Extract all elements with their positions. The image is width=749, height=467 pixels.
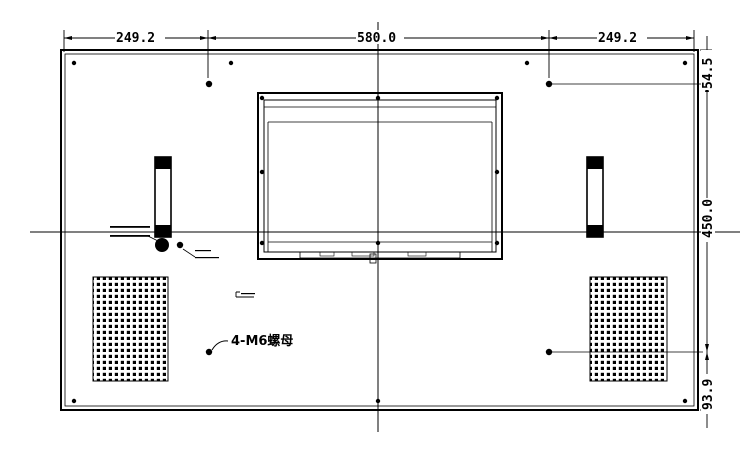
- panel-outline: [60, 49, 699, 411]
- ground-mark: [235, 291, 255, 298]
- nut-callout: 4-M6螺母: [211, 333, 293, 351]
- nut-bottom-left: [205, 348, 213, 356]
- right-handle: [586, 156, 604, 238]
- left-handle: [154, 156, 172, 238]
- power-connector: [110, 226, 219, 259]
- dim-top-center: 580.0: [357, 31, 396, 46]
- dim-top-left: 249.2: [116, 31, 155, 46]
- nut-label: 4-M6螺母: [231, 333, 293, 349]
- dim-top-right: 249.2: [598, 31, 637, 46]
- center-module: [257, 92, 503, 264]
- left-vent-grill: [92, 276, 169, 382]
- right-vent-grill: [589, 276, 668, 382]
- module-screws: [259, 95, 500, 246]
- corner-screws: [71, 60, 688, 404]
- dim-right-middle: 450.0: [701, 199, 716, 238]
- dim-right-bottom: 93.9: [701, 379, 716, 410]
- dim-right-top: 54.5: [701, 58, 716, 89]
- nut-top-left: [205, 80, 213, 88]
